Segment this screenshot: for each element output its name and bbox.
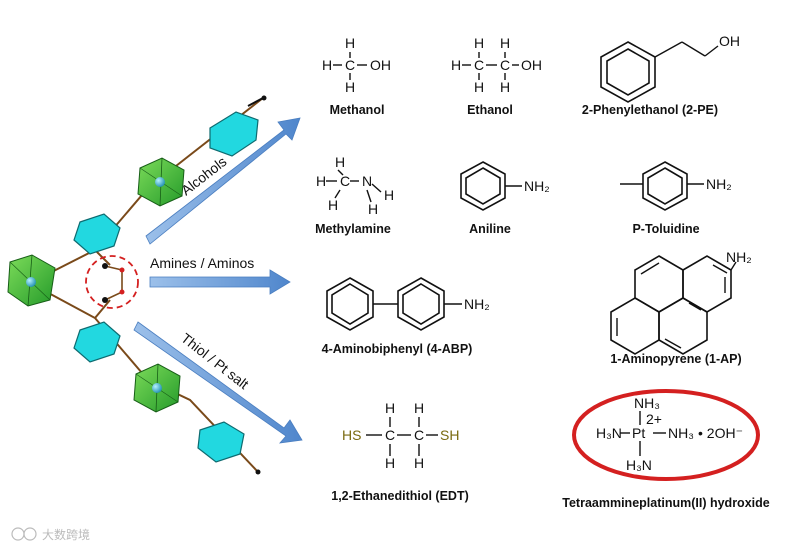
atom-h: H [368, 201, 378, 217]
atom-h: H [322, 57, 332, 73]
mof-fragment [7, 95, 267, 475]
atom-h: H [345, 79, 355, 95]
atom-c: C [345, 57, 355, 73]
molecule-ethanol: H H H C C OH H H Ethanol [451, 35, 542, 117]
watermark-text: 大数跨境 [42, 527, 90, 542]
label-methanol: Methanol [330, 103, 385, 117]
atom-nh3: NH₃ [634, 395, 660, 411]
atom-h: H [316, 173, 326, 189]
atom-hs: HS [342, 427, 361, 443]
atom-h3n: H₃N [626, 457, 652, 473]
label-4-aminobiphenyl: 4-Aminobiphenyl (4-ABP) [322, 342, 473, 356]
label-tetraammineplatinum: Tetraammineplatinum(II) hydroxide [562, 496, 769, 510]
linker-hexagon [73, 321, 121, 363]
molecule-2-phenylethanol: OH 2-Phenylethanol (2-PE) [582, 33, 740, 117]
linker-hexagon [73, 213, 121, 255]
atom-c: C [385, 427, 395, 443]
atom-c: C [414, 427, 424, 443]
atom-n: N [362, 173, 372, 189]
molecule-1-2-ethanedithiol: H H HS C C SH H H 1,2-Ethanedithiol (EDT… [331, 400, 469, 503]
atom-c: C [340, 173, 350, 189]
atom-h: H [414, 400, 424, 416]
atom-nh2: NH₂ [524, 178, 550, 194]
atom-sh: SH [440, 427, 459, 443]
label-aniline: Aniline [469, 222, 511, 236]
atom-c: C [474, 57, 484, 73]
atom-nh2: NH₂ [726, 249, 752, 265]
linker-hexagon [197, 421, 245, 463]
label-ethanol: Ethanol [467, 103, 513, 117]
label-methylamine: Methylamine [315, 222, 391, 236]
metal-node-octahedron [137, 157, 185, 207]
atom-h: H [385, 400, 395, 416]
atom-nh2: NH₂ [464, 296, 490, 312]
atom-nh2: NH₂ [706, 176, 732, 192]
atom-oh: OH [521, 57, 542, 73]
molecule-aniline: NH₂ Aniline [460, 161, 550, 236]
atom-h: H [500, 35, 510, 51]
label-1-2-ethanedithiol: 1,2-Ethanedithiol (EDT) [331, 489, 469, 503]
atom-h3n: H₃N [596, 425, 622, 441]
atom-h: H [345, 35, 355, 51]
atom-h: H [474, 35, 484, 51]
arrow-label-amines: Amines / Aminos [150, 255, 254, 271]
molecule-4-aminobiphenyl: NH₂ 4-Aminobiphenyl (4-ABP) [322, 277, 490, 356]
atom-h: H [414, 455, 424, 471]
atom-c: C [500, 57, 510, 73]
metal-node-octahedron [7, 254, 56, 307]
atom-h: H [451, 57, 461, 73]
molecule-1-aminopyrene: NH₂ 1-Aminopyrene (1-AP) [610, 249, 752, 366]
atom-oh: OH [370, 57, 391, 73]
counter-ion: • 2OH⁻ [698, 425, 743, 441]
molecule-methylamine: H H C N H H H Methylamine [315, 154, 394, 236]
linker-hexagon [209, 111, 259, 157]
label-1-aminopyrene: 1-Aminopyrene (1-AP) [610, 352, 741, 366]
atom-pt: Pt [632, 425, 645, 441]
atom-h: H [474, 79, 484, 95]
atom-h: H [384, 187, 394, 203]
atom-h: H [335, 154, 345, 170]
label-p-toluidine: P-Toluidine [632, 222, 699, 236]
highlight-ellipse [572, 389, 760, 481]
metal-node-octahedron [133, 363, 181, 413]
atom-h: H [328, 197, 338, 213]
atom-h: H [385, 455, 395, 471]
atom-oh: OH [719, 33, 740, 49]
atom-h: H [500, 79, 510, 95]
watermark: 大数跨境 [11, 527, 90, 542]
molecule-tetraammineplatinum: NH₃ H₃N Pt 2+ NH₃ • 2OH⁻ H₃N Tetraammine… [562, 389, 770, 510]
molecule-p-toluidine: NH₂ P-Toluidine [620, 161, 732, 236]
molecule-methanol: H H C OH H Methanol [322, 35, 391, 117]
label-2-phenylethanol: 2-Phenylethanol (2-PE) [582, 103, 718, 117]
arrow-amines: Amines / Aminos [149, 255, 291, 295]
atom-nh3: NH₃ [668, 425, 694, 441]
functional-site-highlight [85, 255, 139, 309]
charge-label: 2+ [646, 411, 662, 427]
